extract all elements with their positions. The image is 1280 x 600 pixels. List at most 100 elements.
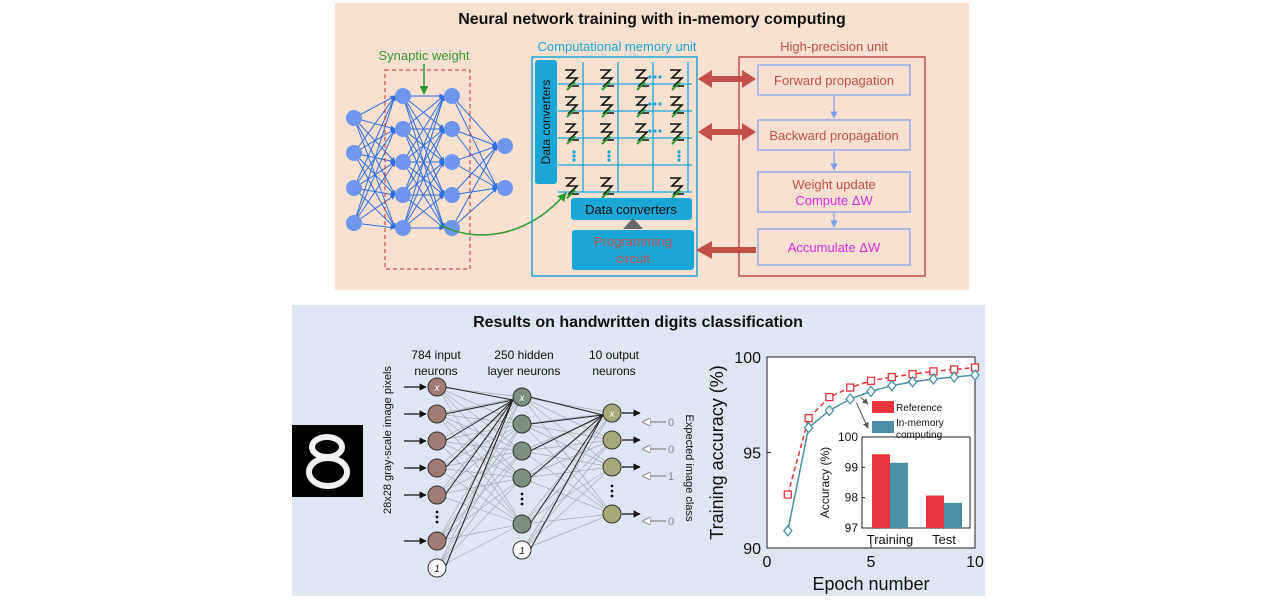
ellipsis-dot (653, 75, 657, 79)
y-axis-label: Training accuracy (%) (707, 365, 727, 539)
network-edge (451, 128, 498, 189)
input-neuron (427, 431, 447, 451)
network-connections (353, 93, 498, 231)
ellipsis-dot (658, 102, 662, 106)
in-memory-point (886, 379, 897, 392)
gray-connection (436, 523, 523, 569)
output-neuron (602, 403, 622, 423)
reference-point (825, 392, 834, 402)
memory-device (635, 69, 649, 91)
gray-connection (521, 477, 613, 515)
network-edge (353, 117, 396, 229)
gray-connection (436, 477, 523, 496)
data-converters-vertical (535, 60, 557, 184)
network-edge (451, 95, 498, 147)
inset-y-axis-label: Accuracy (%) (818, 447, 832, 518)
backward-propagation-label: Backward propagation (769, 128, 898, 143)
ellipsis-dot (648, 75, 652, 79)
in-memory-point (928, 372, 939, 386)
gray-connection (436, 423, 523, 496)
hidden-bias-neuron (512, 540, 532, 560)
weight-update-line2: Compute ΔW (795, 193, 873, 208)
x-tick-label: 10 (966, 554, 984, 571)
network-edge (402, 95, 445, 130)
gray-connection (436, 386, 523, 398)
pixels-label: 28x28 gray-scale image pixels (382, 366, 394, 514)
expected-value-1: 0 (668, 417, 674, 429)
network-edge (402, 194, 445, 229)
network-edge (451, 145, 498, 196)
cmu-box (531, 56, 698, 277)
in-memory-point (866, 385, 876, 398)
ellipsis-dot (520, 502, 524, 506)
ellipsis-dot (610, 484, 614, 488)
memory-device (600, 177, 614, 199)
network-edge (451, 161, 498, 189)
network-edge (402, 95, 445, 196)
x-tick-label: 0 (763, 554, 772, 571)
inset-y-tick-label: 98 (845, 491, 859, 505)
mnist-network-connections (404, 383, 641, 569)
ellipsis-dot (610, 494, 614, 498)
network-neuron (444, 121, 460, 137)
in-memory-point (970, 369, 980, 382)
data-converters-horizontal-label: Data converters (585, 202, 677, 217)
gray-connection (436, 523, 523, 542)
hidden-neuron (512, 514, 532, 534)
memory-device (565, 123, 579, 145)
gray-connection (521, 412, 613, 452)
highlight-connection (529, 414, 604, 452)
bar-in-memory (890, 462, 908, 528)
programming-circuit-line2: circuit (616, 251, 650, 266)
top-title: Neural network training with in-memory c… (458, 11, 846, 28)
gray-connection (521, 412, 613, 425)
ellipsis-dot (653, 102, 657, 106)
output-neuron (602, 457, 622, 477)
network-neuron (395, 154, 411, 170)
legend-swatch-reference (872, 401, 894, 413)
memory-device (600, 123, 614, 145)
highlight-connection (529, 396, 604, 416)
weight-update-box (757, 171, 911, 213)
memory-device (565, 69, 579, 91)
input-bias-neuron (427, 558, 447, 578)
ellipsis-dot (648, 102, 652, 106)
memory-device (565, 177, 579, 199)
network-neuron (395, 121, 411, 137)
ellipsis-dot (607, 158, 611, 162)
ellipsis-dot (653, 129, 657, 133)
synaptic-weight-label: Synaptic weight (378, 48, 469, 63)
network-edge (353, 161, 396, 224)
inset-category-label: Test (932, 532, 956, 547)
y-tick-label: 100 (734, 350, 761, 367)
forward-propagation-label: Forward propagation (774, 73, 894, 88)
device-arrow (636, 108, 646, 118)
highlight-connection (444, 399, 514, 469)
device-arrow (671, 108, 681, 118)
expected-class-arrows (643, 422, 666, 521)
network-neuron (395, 220, 411, 236)
memory-device (670, 96, 684, 118)
network-neuron (444, 88, 460, 104)
network-neuron (346, 215, 362, 231)
programming-circuit-line1: Programming (594, 234, 672, 249)
ellipsis-dot (658, 129, 662, 133)
legend-label-reference: Reference (896, 403, 943, 414)
backward-double-arrow (698, 123, 756, 141)
in-memory-point (782, 524, 793, 537)
in-memory-point (845, 392, 856, 406)
device-arrow (601, 108, 611, 118)
network-neurons (346, 88, 513, 236)
input-neuron (427, 404, 447, 424)
network-neuron (497, 138, 513, 154)
ellipsis-dot (520, 497, 524, 501)
ellipsis-dot (658, 75, 662, 79)
expected-value-4: 0 (668, 516, 674, 528)
gray-connection (521, 466, 613, 479)
input-neuron (427, 458, 447, 478)
network-neuron (444, 154, 460, 170)
output-neuron (602, 430, 622, 450)
ellipsis-dot (435, 510, 439, 514)
memory-device (670, 177, 684, 199)
gray-connection (521, 439, 613, 551)
